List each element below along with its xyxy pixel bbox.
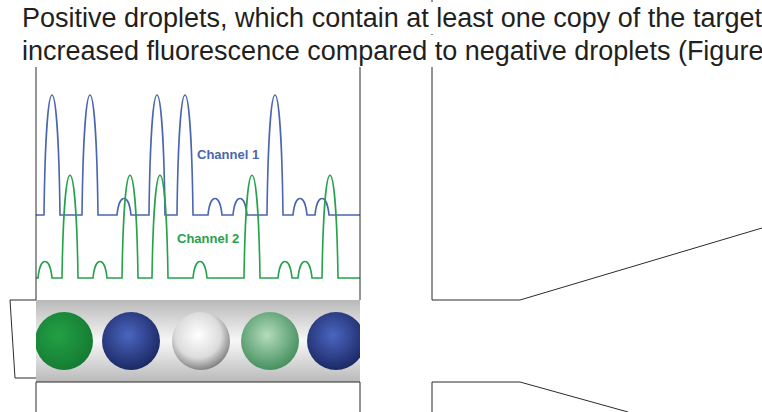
channel-1-trace [36, 95, 360, 215]
chip-outline [432, 382, 628, 412]
droplet-channel [35, 300, 365, 382]
body-text: increased fluorescence compared to negat… [20, 35, 762, 67]
channel-label: Channel 1 [195, 147, 261, 163]
lower-frame [36, 382, 360, 412]
droplet [307, 312, 360, 370]
bracket-outline [10, 300, 36, 378]
channel-2-trace [36, 175, 360, 278]
droplet [241, 312, 299, 370]
trace-frame [36, 65, 360, 300]
droplet [36, 312, 93, 370]
droplet [172, 312, 230, 370]
droplet [102, 312, 160, 370]
body-text: Positive droplets, which contain at leas… [20, 2, 762, 34]
channel-label: Channel 2 [175, 231, 241, 247]
